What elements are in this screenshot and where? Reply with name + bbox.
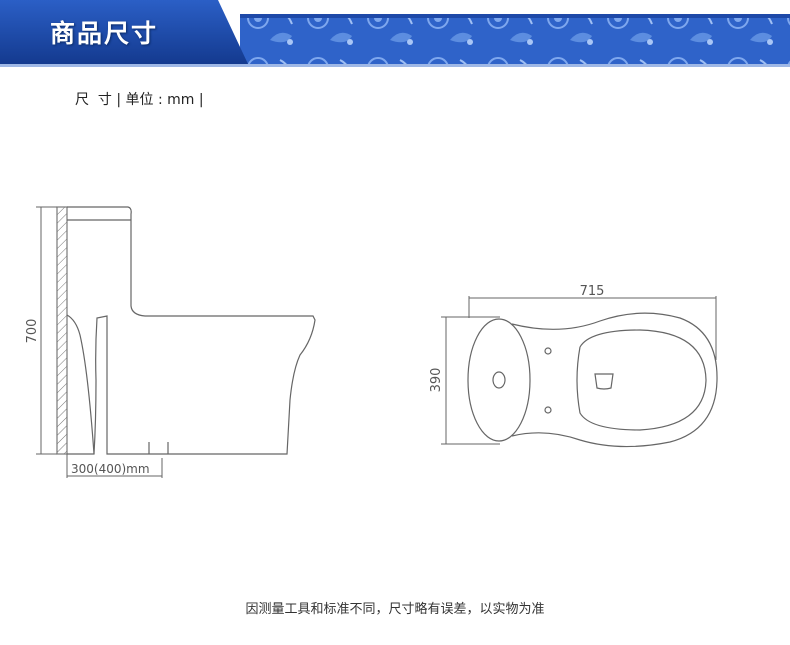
length-dimension-label: 715 xyxy=(580,284,605,299)
tank-outline xyxy=(467,318,531,442)
wall-hatch xyxy=(56,206,68,455)
toilet-bowl-outline xyxy=(511,312,718,448)
section-header: 商品尺寸 xyxy=(0,0,790,68)
bowl-rim xyxy=(576,329,707,431)
bolt-hole xyxy=(544,406,552,414)
units-label: 尺 寸 | 单位 : mm | xyxy=(75,92,204,108)
toilet-base-curve xyxy=(66,314,95,455)
flush-button xyxy=(492,371,506,389)
bolt-hole xyxy=(544,347,552,355)
disclaimer-note: 因测量工具和标准不同，尺寸略有误差，以实物为准 xyxy=(245,602,545,617)
drain-outlet xyxy=(594,373,614,390)
rough-in-dimension-label: 300(400)mm xyxy=(71,462,150,476)
width-dimension-label: 390 xyxy=(429,368,444,393)
toilet-side-outline xyxy=(67,206,316,455)
page-title: 商品尺寸 xyxy=(50,19,159,48)
top-view xyxy=(441,296,718,448)
height-dimension-label: 700 xyxy=(25,319,40,344)
header-banner xyxy=(0,0,790,68)
floral-pattern xyxy=(240,14,790,64)
side-view xyxy=(36,206,316,478)
title-tab xyxy=(0,0,248,64)
